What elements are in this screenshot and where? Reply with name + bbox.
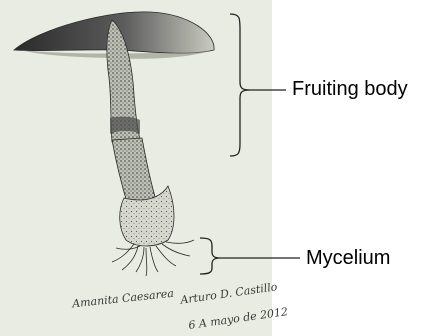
fruiting-body-bracket — [230, 14, 250, 156]
mycelium-bracket — [200, 238, 220, 274]
fruiting-body-label: Fruiting body — [292, 79, 408, 99]
mushroom-stipe-lower — [112, 138, 156, 206]
mycelium-label: Mycelium — [306, 248, 390, 268]
